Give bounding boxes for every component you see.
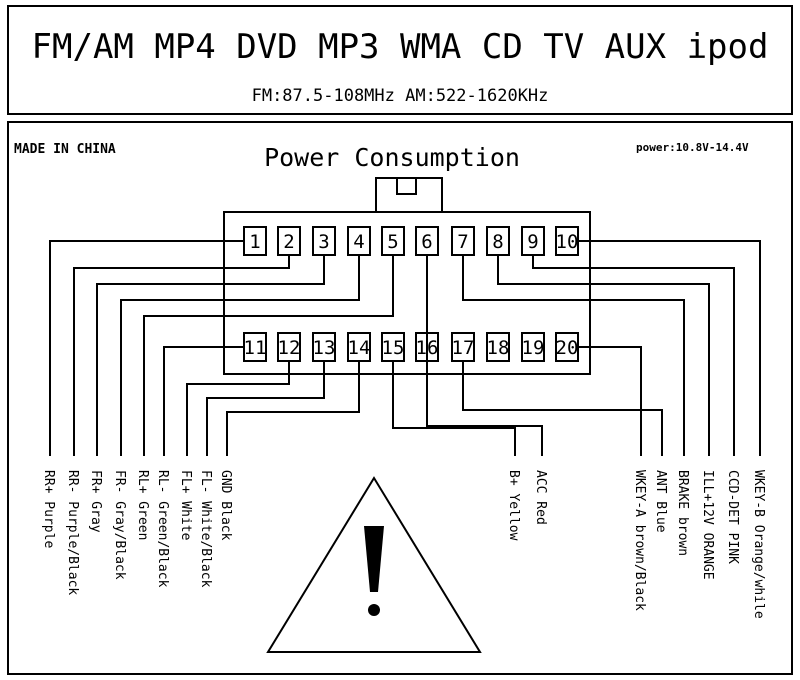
wire-pin-8	[497, 255, 710, 456]
made-in-label: MADE IN CHINA	[14, 142, 116, 157]
wire-pin-2	[73, 255, 290, 456]
pin-17-number: 17	[452, 337, 475, 359]
pin-5-number: 5	[387, 231, 398, 253]
wire-label-pin-8: ILL+12V ORANGE	[700, 470, 715, 580]
wire-pin-10	[578, 240, 761, 456]
wire-pin-17	[462, 361, 663, 456]
pin-18-box	[486, 332, 510, 362]
pin-1-number: 1	[249, 231, 260, 253]
wire-pin-14	[226, 361, 360, 456]
pin-7-number: 7	[457, 231, 468, 253]
pin-10-number: 10	[556, 231, 579, 253]
wire-label-pin-12: FL+ White	[178, 470, 193, 541]
wire-pin-6	[426, 255, 543, 456]
wire-label-pin-10: WKEY-B Orange/while	[751, 470, 766, 619]
wire-pin-5	[143, 255, 394, 456]
diagram-title: Power Consumption	[264, 143, 520, 172]
format-list: FM/AM MP4 DVD MP3 WMA CD TV AUX ipod	[32, 27, 769, 67]
pin-12-number: 12	[278, 337, 301, 359]
wire-pin-1	[49, 240, 244, 456]
wire-pin-12	[186, 361, 290, 456]
pin-18-number: 18	[487, 337, 510, 359]
frequency-range: FM:87.5-108MHz AM:522-1620KHz	[252, 86, 549, 106]
wire-label-pin-7: BRAKE brown	[675, 470, 690, 556]
wire-pin-13	[206, 361, 325, 456]
wire-traces	[49, 240, 761, 456]
wire-pin-7	[462, 255, 685, 456]
wire-label-pin-5: RL+ Green	[135, 470, 150, 540]
pin-row-top: 1 2 3 4 5 6 7 8 9 10	[243, 226, 579, 256]
wire-label-pin-17: ANT Blue	[653, 470, 668, 533]
pin-9-number: 9	[527, 231, 538, 253]
wire-label-pin-14: GND Black	[218, 470, 233, 541]
wire-pin-15	[392, 361, 516, 456]
wire-label-pin-16: WKEY-A brown/Black	[632, 470, 647, 611]
pin-11-number: 11	[244, 337, 267, 359]
wire-pin-16	[578, 346, 642, 456]
wire-label-pin-9: CCD-DET PINK	[725, 470, 740, 564]
pin-3-number: 3	[318, 231, 329, 253]
wire-pin-4	[120, 255, 360, 456]
power-range: power:10.8V-14.4V	[636, 141, 749, 154]
pin-13-number: 13	[313, 337, 336, 359]
diagram-frame	[7, 121, 793, 675]
wire-label-pin-6: ACC Red	[533, 470, 548, 525]
pin-19-box	[521, 332, 545, 362]
wire-pin-9	[532, 255, 735, 456]
wire-label-pin-15: B+ Yellow	[506, 470, 521, 541]
wire-label-pin-1: RR+ Purple	[41, 470, 56, 548]
pin-8-number: 8	[492, 231, 503, 253]
pin-19-number: 19	[522, 337, 545, 359]
wire-label-group: RR+ Purple RR- Purple/Black FR+ Gray FR- Gr…	[41, 470, 766, 619]
wire-pin-3	[96, 255, 325, 456]
pin-6-number: 6	[421, 231, 432, 253]
pin-20-number: 20	[556, 337, 579, 359]
wire-label-pin-11: RL- Green/Black	[155, 470, 170, 588]
latch-notch	[396, 177, 417, 195]
warning-icon	[266, 476, 482, 653]
pin-14-number: 14	[348, 337, 371, 359]
header-frame	[7, 5, 793, 115]
wire-label-pin-3: FR+ Gray	[88, 470, 103, 533]
wire-label-pin-4: FR- Gray/Black	[112, 470, 127, 580]
wire-pin-11	[163, 346, 244, 456]
pin-4-number: 4	[353, 231, 364, 253]
wire-label-pin-13: FL- White/Black	[198, 470, 213, 588]
pin-2-number: 2	[283, 231, 294, 253]
pin-15-number: 15	[382, 337, 405, 359]
wire-label-pin-2: RR- Purple/Black	[65, 470, 80, 595]
